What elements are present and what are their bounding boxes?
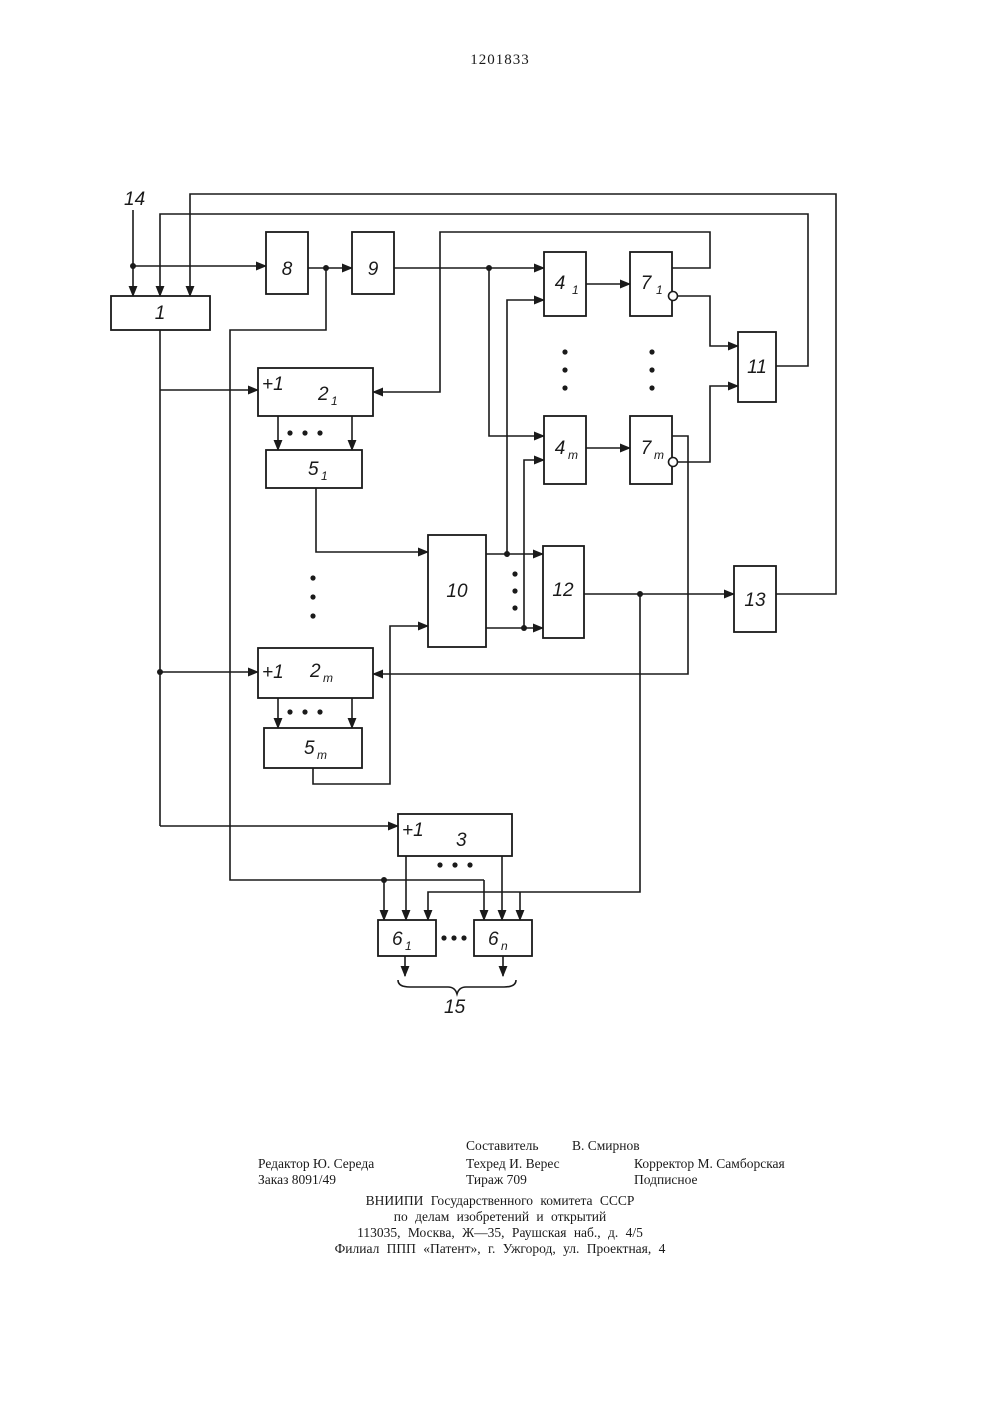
counter-2-1: +1 2 1 (258, 368, 373, 416)
org-line-2: по делам изобретений и открытий (0, 1209, 1000, 1225)
techred: Техред И. Верес (466, 1156, 560, 1172)
block-11: 11 (738, 332, 776, 402)
block-6-n: 6 n (474, 920, 532, 956)
svg-text:1: 1 (155, 303, 166, 324)
branch: Филиал ППП «Патент», г. Ужгород, ул. Про… (0, 1241, 1000, 1257)
address: 113035, Москва, Ж—35, Раушская наб., д. … (0, 1225, 1000, 1241)
svg-text:4: 4 (555, 438, 566, 459)
svg-text:5: 5 (308, 459, 319, 480)
svg-text:7: 7 (641, 273, 653, 294)
register-5-1: 5 1 (266, 450, 362, 488)
block-7-m: 7 m (630, 416, 678, 484)
svg-text:m: m (568, 448, 578, 462)
circulation: Тираж 709 (466, 1172, 527, 1188)
input-label-14: 14 (124, 189, 145, 210)
svg-text:12: 12 (552, 580, 574, 601)
svg-text:2: 2 (317, 384, 329, 405)
register-5-m: 5 m (264, 728, 362, 768)
block-8: 8 (266, 232, 308, 294)
svg-text:m: m (654, 448, 664, 462)
svg-text:8: 8 (282, 259, 293, 280)
block-9: 9 (352, 232, 394, 294)
block-4-m: 4 m (544, 416, 586, 484)
svg-text:1: 1 (572, 283, 579, 297)
svg-text:7: 7 (641, 438, 653, 459)
svg-text:13: 13 (744, 590, 766, 611)
counter-2-m: +1 2 m (258, 648, 373, 698)
corrector: Корректор М. Самборская (634, 1156, 785, 1172)
svg-text:6: 6 (488, 929, 499, 950)
svg-text:11: 11 (747, 357, 767, 378)
compiler-label: Составитель (466, 1138, 539, 1154)
order: Заказ 8091/49 (258, 1172, 336, 1188)
svg-text:1: 1 (656, 283, 663, 297)
block-7-1: 7 1 (630, 252, 678, 316)
svg-text:+1: +1 (262, 374, 284, 395)
svg-text:m: m (317, 748, 327, 762)
block-1: 1 (111, 296, 210, 330)
svg-text:1: 1 (321, 469, 328, 483)
block-diagram: 1 8 9 4 1 7 1 4 m 7 m 11 +1 2 1 (0, 0, 1000, 1100)
block-6-1: 6 1 (378, 920, 436, 956)
org-line-1: ВНИИПИ Государственного комитета СССР (0, 1193, 1000, 1209)
block-10: 10 (428, 535, 486, 647)
svg-text:1: 1 (331, 394, 338, 408)
subscription: Подписное (634, 1172, 698, 1188)
svg-text:3: 3 (456, 830, 467, 851)
svg-text:6: 6 (392, 929, 403, 950)
svg-text:10: 10 (446, 581, 468, 602)
counter-3: +1 3 (398, 814, 512, 856)
svg-text:2: 2 (309, 661, 321, 682)
svg-text:+1: +1 (402, 820, 424, 841)
svg-text:9: 9 (368, 259, 379, 280)
compiler-name: В. Смирнов (572, 1138, 640, 1154)
output-label-15: 15 (444, 997, 466, 1018)
editor: Редактор Ю. Середа (258, 1156, 374, 1172)
block-13: 13 (734, 566, 776, 632)
block-4-1: 4 1 (544, 252, 586, 316)
svg-text:+1: +1 (262, 662, 284, 683)
svg-text:5: 5 (304, 738, 315, 759)
svg-text:4: 4 (555, 273, 566, 294)
svg-text:m: m (323, 671, 333, 685)
svg-text:n: n (501, 939, 508, 953)
svg-text:1: 1 (405, 939, 412, 953)
block-12: 12 (543, 546, 584, 638)
